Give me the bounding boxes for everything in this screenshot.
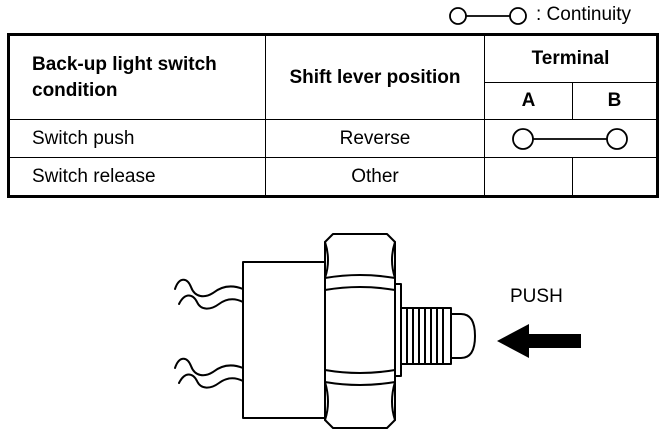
continuity-legend: : Continuity bbox=[448, 0, 660, 30]
row-terminal-a-empty bbox=[483, 157, 574, 197]
row-shift-position: Other bbox=[265, 157, 485, 197]
row-continuity bbox=[484, 119, 658, 158]
header-switch-condition: Back-up light switch condition bbox=[8, 34, 266, 120]
header-terminal-b: B bbox=[572, 82, 658, 120]
continuity-symbol-icon bbox=[449, 7, 527, 25]
row-terminal-b-empty bbox=[572, 157, 658, 197]
table-row: Switch release Other bbox=[8, 157, 658, 197]
header-shift-lever-position: Shift lever position bbox=[265, 34, 485, 120]
row-shift-position: Reverse bbox=[265, 119, 485, 158]
backup-light-switch-illustration bbox=[174, 233, 476, 429]
push-label: PUSH bbox=[510, 286, 563, 307]
legend-label: : Continuity bbox=[536, 4, 632, 25]
continuity-table: Back-up light switch condition Shift lev… bbox=[7, 33, 659, 198]
row-condition: Switch release bbox=[8, 157, 266, 197]
table-row: Switch push Reverse bbox=[8, 119, 658, 158]
push-arrow-icon bbox=[497, 324, 581, 358]
continuity-symbol-icon bbox=[512, 128, 628, 150]
header-terminal-a: A bbox=[483, 82, 574, 120]
row-condition: Switch push bbox=[8, 119, 266, 158]
header-terminal: Terminal bbox=[484, 34, 658, 83]
